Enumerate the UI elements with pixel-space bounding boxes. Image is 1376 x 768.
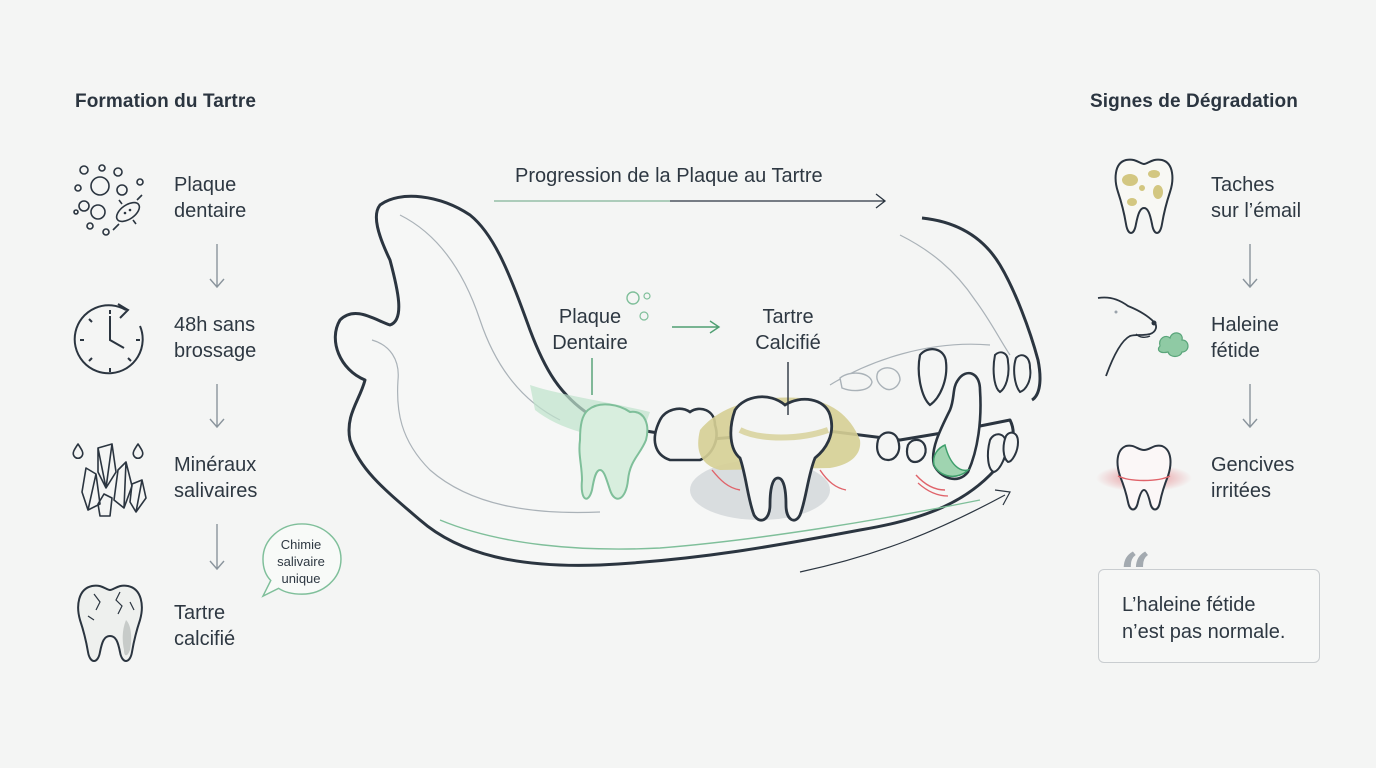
dog-breath-icon	[1097, 296, 1189, 377]
progression-arrow	[494, 193, 887, 209]
dog-jaw-illustration	[333, 194, 1042, 573]
irritated-gum-icon	[1096, 444, 1192, 511]
quote-mark-icon: “	[1120, 541, 1152, 605]
bacteria-bubbles-icon	[73, 164, 144, 236]
stained-tooth-icon	[1114, 158, 1174, 234]
clock-icon	[73, 303, 144, 375]
progression-title: Progression de la Plaque au Tartre	[515, 165, 823, 187]
right-arrow-2	[1242, 384, 1258, 429]
right-arrow-1	[1242, 244, 1258, 289]
left-arrow-2	[209, 384, 225, 429]
quote-box	[1098, 569, 1320, 663]
right-heading: Signes de Dégradation	[1090, 91, 1298, 112]
speech-bubble	[261, 523, 342, 598]
cracked-tooth-icon	[77, 584, 143, 662]
left-arrow-1	[209, 244, 225, 289]
crystals-icon	[72, 443, 147, 517]
left-arrow-3	[209, 524, 225, 571]
left-heading: Formation du Tartre	[75, 91, 256, 112]
